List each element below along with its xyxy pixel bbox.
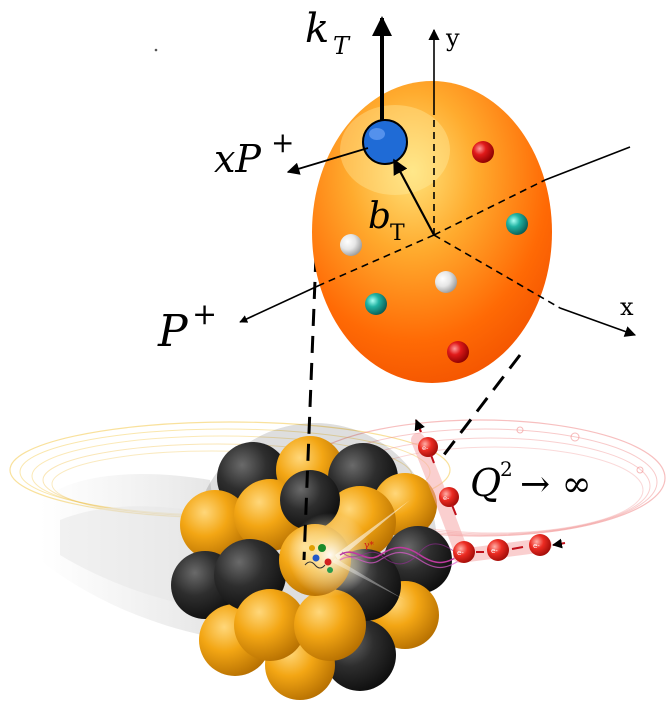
- struck-parton: [362, 119, 408, 165]
- photon-label: γ*: [364, 541, 374, 551]
- x-axis-label: x: [620, 293, 634, 321]
- xP-vector: [286, 147, 369, 175]
- red-quark-top: [472, 141, 494, 163]
- nucleus: [171, 423, 452, 700]
- white-quark-center: [435, 271, 457, 293]
- svg-text:P: P: [157, 306, 189, 357]
- svg-text:b: b: [368, 196, 391, 237]
- white-quark-left: [340, 234, 362, 256]
- svg-text:+: +: [271, 126, 294, 159]
- xP-label: xP +: [214, 126, 294, 181]
- axes: [239, 28, 637, 337]
- svg-text:xP: xP: [214, 137, 262, 181]
- teal-quark-left: [365, 293, 387, 315]
- svg-text:2: 2: [500, 457, 513, 481]
- electron-incoming-1: e-: [529, 534, 551, 556]
- svg-text:e-: e-: [457, 549, 464, 557]
- red-quark-bottom: [447, 341, 469, 363]
- projection-lines: [302, 254, 522, 561]
- kT-label: k T: [305, 6, 351, 60]
- electron-beam: e- e- e- e- e-: [411, 418, 566, 563]
- teal-quark-right: [506, 213, 528, 235]
- electron-beam-rings: [294, 419, 666, 537]
- virtual-photon: γ*: [339, 541, 461, 569]
- svg-text:k: k: [305, 6, 329, 52]
- svg-text:+: +: [192, 297, 217, 332]
- electron-vertex: e-: [453, 541, 475, 563]
- q2-label: Q 2 → ∞: [470, 457, 592, 505]
- inner-partons: [304, 544, 333, 573]
- electron-incoming-2: e-: [487, 539, 509, 561]
- svg-text:T: T: [390, 221, 405, 246]
- svg-text:e-: e-: [491, 547, 498, 555]
- svg-text:Q: Q: [470, 461, 501, 505]
- electron-scattered-1: e-: [439, 487, 459, 507]
- bT-vector: [393, 158, 435, 236]
- quarks: [340, 141, 528, 363]
- svg-text:e-: e-: [533, 542, 540, 550]
- electron-scattered-2: e-: [418, 437, 438, 457]
- P-label: P +: [157, 297, 217, 357]
- svg-text:→ ∞: → ∞: [520, 464, 592, 505]
- svg-text:T: T: [333, 32, 351, 60]
- svg-text:e-: e-: [443, 494, 450, 502]
- svg-text:e-: e-: [422, 444, 429, 452]
- bT-label: b T: [368, 196, 405, 246]
- y-axis-label: y: [445, 24, 460, 52]
